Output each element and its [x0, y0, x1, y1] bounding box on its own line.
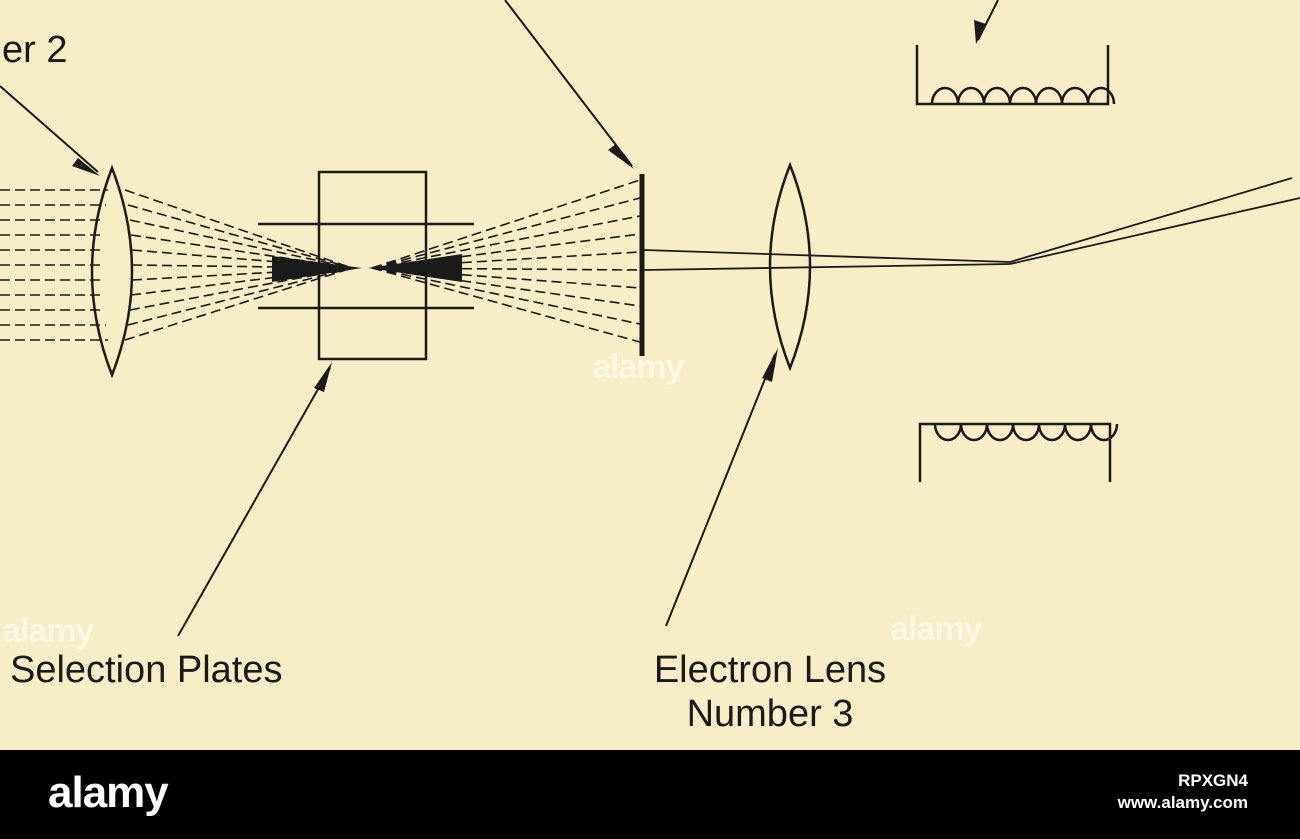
coil-top	[915, 45, 1116, 106]
arrowhead-selection	[314, 362, 332, 392]
site-url[interactable]: www.alamy.com	[1117, 793, 1248, 812]
image-id: RPXGN4	[1178, 771, 1248, 790]
selected-beam	[643, 177, 1300, 271]
watermark: alamy	[592, 348, 684, 386]
brand-logo[interactable]: alamy	[48, 768, 169, 817]
incoming-beam	[0, 189, 108, 341]
label-lens3-line1: Electron Lens	[653, 649, 887, 691]
label-electron-lens-3: Electron Lens Number 3	[600, 648, 940, 736]
arrowhead-screen	[608, 144, 634, 169]
arrowhead-coil	[974, 20, 986, 44]
image-credit: RPXGN4 www.alamy.com	[1118, 770, 1248, 814]
coil-bottom	[918, 422, 1119, 482]
focal-wedge-left	[272, 256, 362, 282]
leader-arrows	[0, 0, 999, 637]
watermark: alamy	[890, 610, 982, 648]
electron-lens-2	[90, 164, 134, 379]
diverging-beam	[371, 179, 641, 343]
arrowhead-lens3	[762, 348, 778, 382]
footer-bar: alamy RPXGN4 www.alamy.com	[0, 750, 1300, 839]
electron-optics-diagram	[0, 0, 1300, 637]
label-lens3-line2: Number 3	[686, 693, 854, 735]
focal-wedge-right	[368, 254, 462, 282]
label-lens2-partial: er 2	[2, 29, 68, 71]
arrowhead-lens2	[72, 158, 100, 176]
electron-lens-3	[768, 161, 812, 372]
watermark: alamy	[2, 612, 94, 650]
label-selection-plates: Selection Plates	[10, 649, 283, 691]
